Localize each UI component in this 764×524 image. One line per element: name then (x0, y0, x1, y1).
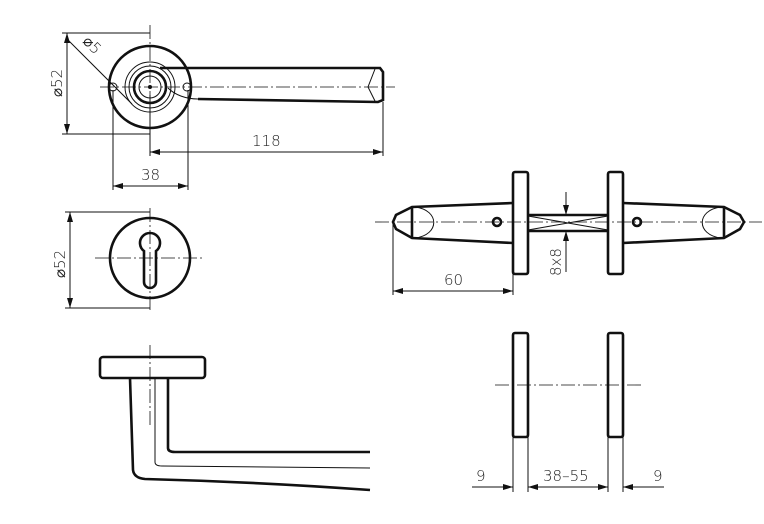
length-118-label: 118 (252, 132, 281, 150)
rosette-dimensions: 9 38–55 9 (472, 437, 664, 492)
dia-52-label: ⌀52 (48, 69, 66, 97)
side-view-dimensions: 60 8x8 (392, 192, 569, 295)
door-thickness-label: 38–55 (543, 467, 589, 485)
top-view-dimensions: ⌀52 ⌀5 118 38 (48, 32, 384, 190)
projection-60-label: 60 (444, 271, 463, 289)
rosette-section-view (495, 331, 642, 439)
dia-52-label-2: ⌀52 (51, 250, 69, 278)
keyhole-rosette-view (95, 208, 205, 310)
thickness-9-right-label: 9 (653, 467, 663, 485)
lever-top-view (100, 25, 395, 145)
spindle-8x8-label: 8x8 (547, 248, 565, 276)
dia-5-label: ⌀5 (79, 32, 105, 58)
keyhole-dimensions: ⌀52 (51, 211, 150, 309)
lever-pair-side-view (375, 170, 762, 276)
thickness-9-left-label: 9 (476, 467, 486, 485)
lever-front-view (98, 345, 371, 492)
spacing-38-label: 38 (141, 166, 160, 184)
